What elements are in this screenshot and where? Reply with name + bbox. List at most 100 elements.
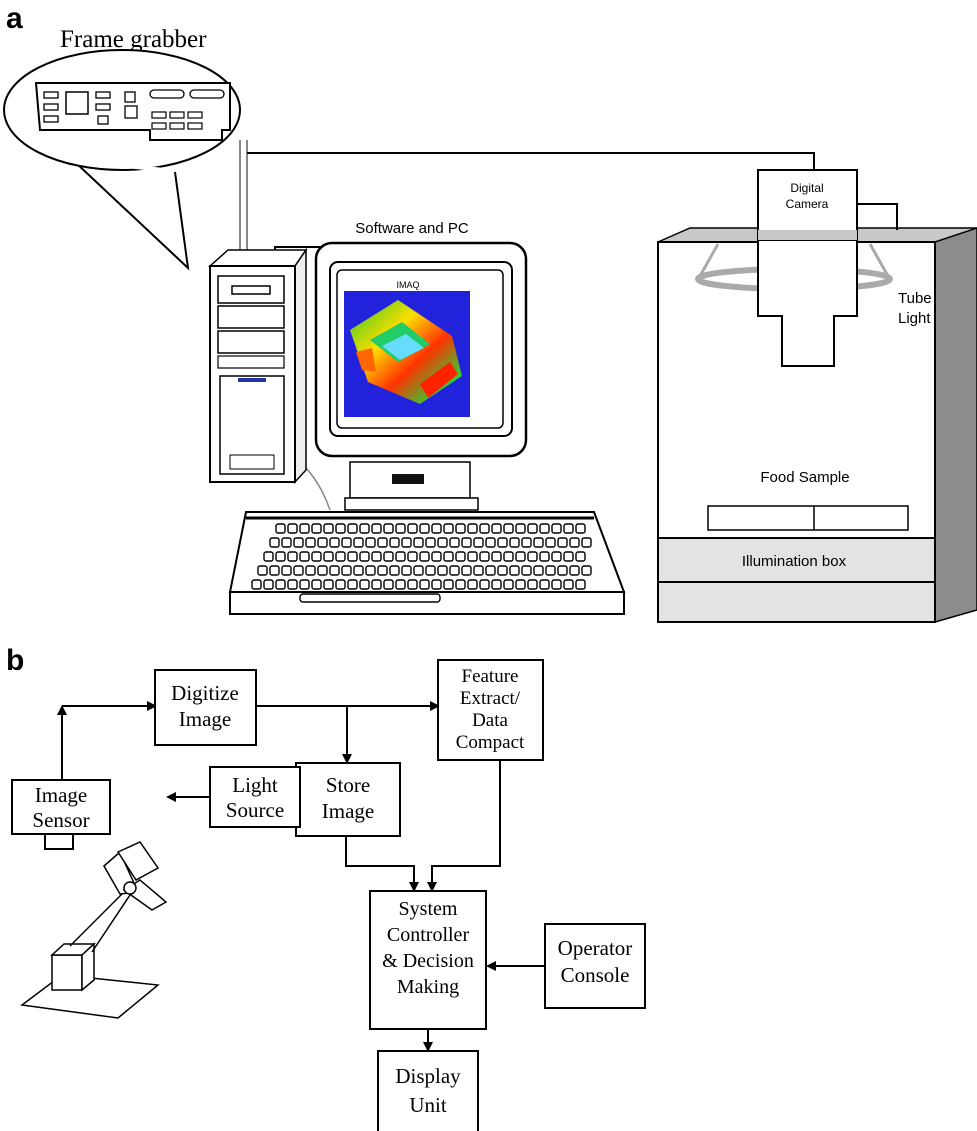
keyboard-key xyxy=(329,537,340,548)
keyboard-key xyxy=(359,551,370,562)
flow-connectors xyxy=(57,701,545,1052)
feature-line-2: Extract/ xyxy=(460,688,521,709)
keyboard-key xyxy=(479,551,490,562)
keyboard-key xyxy=(413,565,424,576)
keyboard-key xyxy=(389,537,400,548)
keyboard-key xyxy=(533,565,544,576)
keyboard-key xyxy=(269,565,280,576)
tube-light-label-1: Tube xyxy=(898,290,932,307)
keyboard-key xyxy=(281,565,292,576)
keyboard-key xyxy=(329,565,340,576)
keyboard-key xyxy=(335,551,346,562)
keyboard-key xyxy=(527,523,538,534)
keyboard-key xyxy=(503,551,514,562)
keyboard-key xyxy=(359,579,370,590)
keyboard-key xyxy=(395,579,406,590)
feature-line-1: Feature xyxy=(462,666,519,687)
keyboard-key xyxy=(305,537,316,548)
keyboard-key xyxy=(515,579,526,590)
keyboard-key xyxy=(371,523,382,534)
feature-line-3: Data xyxy=(472,710,508,731)
keyboard-key xyxy=(563,579,574,590)
keyboard-key xyxy=(275,523,286,534)
keyboard-key xyxy=(371,551,382,562)
keyboard-key xyxy=(275,579,286,590)
keyboard-key xyxy=(431,579,442,590)
keyboard-key xyxy=(317,565,328,576)
display-line-2: Unit xyxy=(409,1093,447,1117)
keyboard-key xyxy=(263,551,274,562)
box-feature-extract: Feature Extract/ Data Compact xyxy=(437,659,544,761)
keyboard-key xyxy=(461,565,472,576)
keyboard-key xyxy=(317,537,328,548)
keyboard-key xyxy=(311,523,322,534)
keyboard-key xyxy=(497,565,508,576)
keyboard-key xyxy=(443,579,454,590)
heatmap-image xyxy=(350,300,462,404)
box-image-sensor: Image Sensor xyxy=(11,779,111,850)
keyboard-key xyxy=(293,537,304,548)
keyboard-key xyxy=(515,523,526,534)
box-light-source: Light Source xyxy=(209,766,301,828)
keyboard-key xyxy=(257,565,268,576)
keyboard-key xyxy=(425,565,436,576)
keyboard-key xyxy=(353,565,364,576)
keyboard-key xyxy=(347,579,358,590)
digital-camera: Digital Camera xyxy=(757,169,898,367)
keyboard-key xyxy=(575,523,586,534)
keyboard-key xyxy=(503,523,514,534)
store-line-1: Store xyxy=(326,773,370,797)
frame-grabber-label: Frame grabber xyxy=(60,26,207,53)
operator-line-1: Operator xyxy=(558,936,633,960)
keyboard-key xyxy=(551,551,562,562)
keyboard-key xyxy=(419,551,430,562)
keyboard-key xyxy=(575,579,586,590)
keyboard-key xyxy=(491,551,502,562)
keyboard-key xyxy=(281,537,292,548)
keyboard-key xyxy=(443,551,454,562)
food-sample-tray xyxy=(707,505,909,531)
keyboard-spacebar xyxy=(299,593,441,603)
box-digitize-image: Digitize Image xyxy=(154,669,257,746)
keyboard-key xyxy=(287,551,298,562)
keyboard-key xyxy=(347,523,358,534)
box-display-unit: Display Unit xyxy=(377,1050,479,1131)
keyboard-key xyxy=(581,565,592,576)
keyboard-key xyxy=(503,579,514,590)
keyboard-key xyxy=(455,579,466,590)
keyboard-key xyxy=(467,551,478,562)
keyboard-key xyxy=(527,579,538,590)
keyboard-key xyxy=(569,537,580,548)
keyboard-key xyxy=(383,523,394,534)
screen-title: IMAQ xyxy=(396,280,419,290)
camera-label-1: Digital xyxy=(790,181,823,195)
box-store-image: Store Image xyxy=(295,762,401,837)
keyboard-key xyxy=(491,523,502,534)
keyboard-key xyxy=(455,551,466,562)
keyboard-key xyxy=(551,579,562,590)
keyboard-key xyxy=(509,537,520,548)
monitor: IMAQ xyxy=(314,241,528,511)
keyboard-key xyxy=(395,551,406,562)
keyboard-key xyxy=(401,537,412,548)
keyboard-key xyxy=(527,551,538,562)
keyboard-key xyxy=(551,523,562,534)
keyboard-key xyxy=(377,537,388,548)
keyboard-key xyxy=(545,565,556,576)
controller-line-4: Making xyxy=(397,976,459,998)
keyboard-key xyxy=(299,551,310,562)
keyboard-key xyxy=(269,537,280,548)
keyboard-key xyxy=(287,523,298,534)
keyboard-key xyxy=(299,579,310,590)
keyboard-key xyxy=(467,579,478,590)
controller-line-3: & Decision xyxy=(382,950,474,972)
food-sample-label: Food Sample xyxy=(760,469,849,486)
digitize-line-1: Digitize xyxy=(171,681,239,705)
keyboard-key xyxy=(287,579,298,590)
keyboard-key xyxy=(575,551,586,562)
keyboard-key xyxy=(485,565,496,576)
keyboard-key xyxy=(347,551,358,562)
keyboard-key xyxy=(395,523,406,534)
